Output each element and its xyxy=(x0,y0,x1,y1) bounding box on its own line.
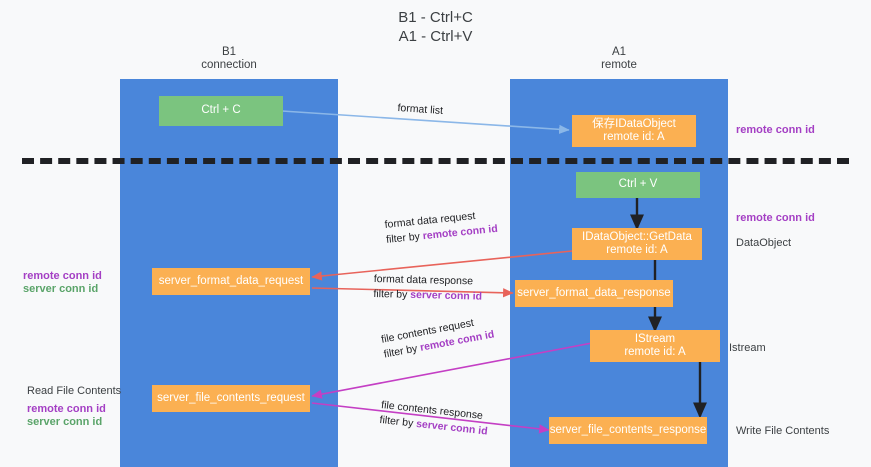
label-read-file-contents: Read File Contents xyxy=(27,385,122,397)
edge-label-format-list: format list xyxy=(397,101,443,119)
label-istream: Istream xyxy=(729,342,766,354)
edge-label-format-data-response-line2: filter by server conn id xyxy=(373,287,482,305)
column-header-a1: A1 remote xyxy=(601,46,637,71)
phase-divider xyxy=(22,158,849,164)
node-server-file-contents-request[interactable]: server_file_contents_request xyxy=(152,385,310,412)
node-istream[interactable]: IStream remote id: A xyxy=(590,330,720,362)
node-save-idataobject[interactable]: 保存IDataObject remote id: A xyxy=(572,115,696,147)
edge-filter-prefix: filter by xyxy=(385,230,424,246)
label-remote-conn-id-top: remote conn id xyxy=(736,124,815,136)
label-remote-conn-id-mid: remote conn id xyxy=(736,212,815,224)
edge-filter-key: server conn id xyxy=(410,288,483,303)
label-left-remote-conn-id-2: remote conn id xyxy=(27,403,106,415)
node-server-format-data-request[interactable]: server_format_data_request xyxy=(152,268,310,295)
edge-label-format-data-request: format data request filter by remote con… xyxy=(384,207,498,248)
edge-label-file-contents-response: file contents response filter by server … xyxy=(379,398,490,440)
edge-filter-prefix: filter by xyxy=(373,287,411,301)
edge-label-format-list-text: format list xyxy=(397,101,444,117)
label-left-server-conn-id-2: server conn id xyxy=(27,416,103,428)
diagram-title: B1 - Ctrl+C A1 - Ctrl+V xyxy=(398,9,473,45)
node-server-file-contents-response[interactable]: server_file_contents_response xyxy=(549,417,707,444)
column-header-b1: B1 connection xyxy=(201,46,257,71)
node-ctrl-v[interactable]: Ctrl + V xyxy=(576,172,700,198)
label-write-file-contents: Write File Contents xyxy=(736,425,830,437)
edge-label-format-data-response: format data response filter by server co… xyxy=(373,272,482,305)
node-idataobject-getdata[interactable]: IDataObject::GetData remote id: A xyxy=(572,228,702,260)
node-ctrl-c[interactable]: Ctrl + C xyxy=(159,96,283,126)
node-server-format-data-response[interactable]: server_format_data_response xyxy=(515,280,673,307)
edge-filter-prefix: filter by xyxy=(378,413,417,430)
label-left-server-conn-id: server conn id xyxy=(23,283,99,295)
edge-label-file-contents-request: file contents request filter by remote c… xyxy=(380,313,496,363)
label-dataobject: DataObject xyxy=(736,237,792,249)
label-left-remote-conn-id: remote conn id xyxy=(23,270,102,282)
